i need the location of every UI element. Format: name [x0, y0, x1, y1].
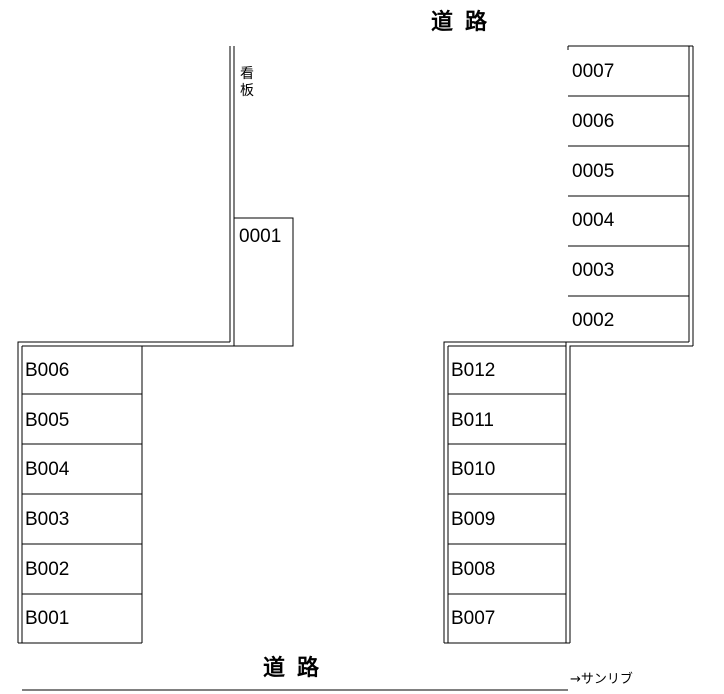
left-block-inner [141, 345, 234, 643]
road-label-top: 道路 [431, 10, 500, 35]
signboard-label: 看板 [240, 66, 254, 99]
sunlive-direction-note: →サンリブ [570, 672, 633, 687]
slot-label: 0001 [239, 226, 282, 247]
slot-label: B011 [451, 410, 494, 431]
slot-label: B001 [25, 608, 70, 629]
slot-label: B004 [25, 459, 70, 480]
right-step-inner [565, 341, 689, 643]
slot-label: B010 [451, 459, 496, 480]
slot-label: B012 [451, 360, 496, 381]
slot-label: B006 [25, 360, 70, 381]
slot-label: 0007 [572, 61, 615, 82]
slot-label: 0005 [572, 161, 615, 182]
road-label-bottom: 道路 [263, 656, 332, 681]
slot-label: B008 [451, 559, 496, 580]
slot-label: 0006 [572, 111, 615, 132]
slot-label: 0003 [572, 260, 615, 281]
slot-label: B005 [25, 410, 70, 431]
slot-label: B002 [25, 559, 70, 580]
right-block-outer [443, 341, 566, 643]
slot-label: B009 [451, 509, 496, 530]
slot-label: 0004 [572, 210, 615, 231]
slot-label: B007 [451, 608, 496, 629]
right-step-outer [569, 345, 693, 643]
slot-label: 0002 [572, 310, 615, 331]
slot-label: B003 [25, 509, 70, 530]
left-block-outer [17, 341, 230, 643]
slot-0001-outline [234, 217, 294, 347]
